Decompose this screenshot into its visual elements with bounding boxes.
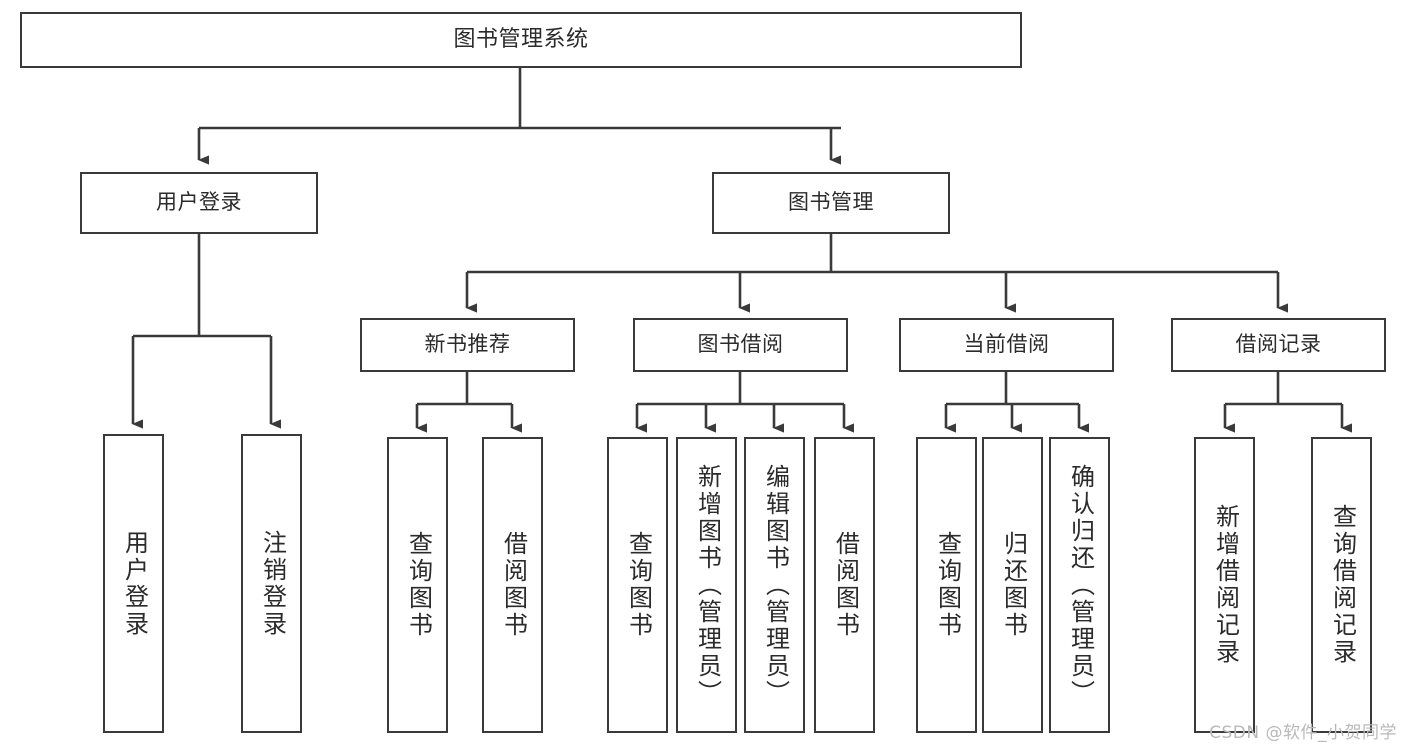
node-borrow-record[interactable]: 借阅记录: [1171, 318, 1386, 372]
node-label: 查询借阅记录: [1328, 504, 1357, 666]
node-label: 查询图书: [404, 531, 433, 639]
node-label: 确认归还（管理员）: [1066, 463, 1095, 707]
node-label: 查询图书: [933, 531, 962, 639]
leaf-borrow-record-add[interactable]: 新增借阅记录: [1194, 437, 1255, 733]
node-book-borrow[interactable]: 图书借阅: [633, 318, 848, 372]
leaf-user-login-login[interactable]: 用户登录: [103, 434, 164, 733]
node-label: 新增图书（管理员）: [693, 463, 722, 707]
node-book-management[interactable]: 图书管理: [712, 172, 950, 234]
leaf-current-borrow-return[interactable]: 归还图书: [982, 437, 1043, 733]
node-new-book-recommend[interactable]: 新书推荐: [360, 318, 575, 372]
leaf-new-book-query[interactable]: 查询图书: [387, 437, 448, 733]
node-label: 新增借阅记录: [1211, 504, 1240, 666]
node-label: 借阅记录: [1235, 332, 1322, 357]
leaf-book-borrow-query[interactable]: 查询图书: [607, 437, 668, 733]
node-label: 用户登录: [156, 190, 242, 215]
leaf-current-borrow-confirm[interactable]: 确认归还（管理员）: [1049, 437, 1110, 733]
node-current-borrow[interactable]: 当前借阅: [899, 318, 1114, 372]
leaf-book-borrow-edit[interactable]: 编辑图书（管理员）: [744, 437, 805, 733]
leaf-current-borrow-query[interactable]: 查询图书: [916, 437, 977, 733]
leaf-borrow-record-query[interactable]: 查询借阅记录: [1311, 437, 1372, 733]
node-label: 当前借阅: [963, 332, 1050, 357]
watermark-text: CSDN @软件_小贺同学: [1209, 723, 1397, 743]
node-label: 编辑图书（管理员）: [761, 463, 790, 707]
node-root-system[interactable]: 图书管理系统: [20, 12, 1022, 68]
node-label: 图书借阅: [697, 332, 784, 357]
node-user-login[interactable]: 用户登录: [80, 172, 318, 234]
leaf-new-book-borrow[interactable]: 借阅图书: [482, 437, 543, 733]
node-label: 图书管理系统: [453, 26, 589, 52]
leaf-book-borrow-add[interactable]: 新增图书（管理员）: [676, 437, 737, 733]
node-label: 新书推荐: [424, 332, 511, 357]
leaf-book-borrow-borrow[interactable]: 借阅图书: [814, 437, 875, 733]
node-label: 归还图书: [999, 531, 1028, 639]
node-label: 注销登录: [258, 529, 287, 638]
leaf-user-login-logout[interactable]: 注销登录: [241, 434, 302, 733]
node-label: 借阅图书: [499, 531, 528, 639]
node-label: 借阅图书: [831, 531, 860, 639]
node-label: 用户登录: [120, 529, 149, 638]
node-label: 图书管理: [788, 190, 874, 215]
node-label: 查询图书: [624, 531, 653, 639]
